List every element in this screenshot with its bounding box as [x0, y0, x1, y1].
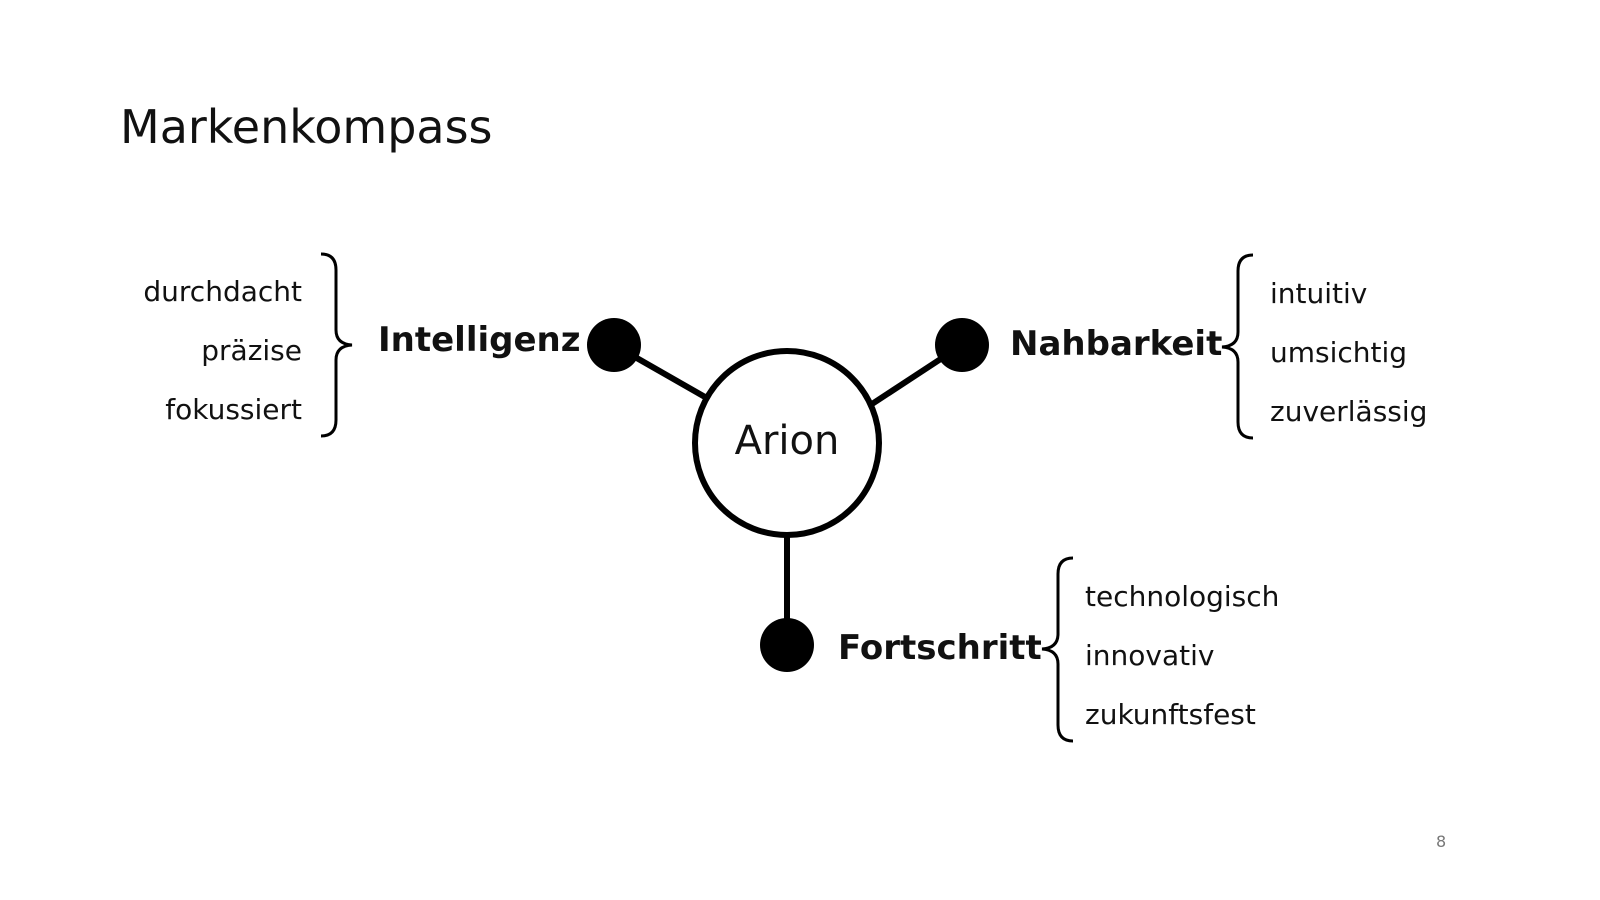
attribute-list-intelligenz: durchdacht präzise fokussiert	[143, 262, 302, 439]
brace-fortschritt	[1041, 556, 1074, 743]
center-circle	[692, 348, 882, 538]
attribute: intuitiv	[1270, 277, 1368, 310]
node-label-intelligenz: Intelligenz	[378, 320, 581, 360]
attribute: umsichtig	[1270, 336, 1408, 369]
node-dot-intelligenz	[587, 318, 641, 372]
slide-title: Markenkompass	[120, 100, 493, 154]
attribute: durchdacht	[143, 275, 302, 308]
node-label-fortschritt: Fortschritt	[838, 628, 1042, 668]
attribute: technologisch	[1085, 580, 1280, 613]
page-number: 8	[1436, 832, 1447, 851]
attribute-list-fortschritt: technologisch innovativ zukunftsfest	[1085, 567, 1279, 744]
brace-nahbarkeit	[1221, 253, 1254, 440]
attribute: zukunftsfest	[1085, 698, 1256, 731]
node-label-nahbarkeit: Nahbarkeit	[1010, 324, 1223, 364]
node-dot-nahbarkeit	[935, 318, 989, 372]
attribute: zuverlässig	[1270, 395, 1428, 428]
attribute-list-nahbarkeit: intuitiv umsichtig zuverlässig	[1270, 264, 1427, 441]
brace-intelligenz	[320, 252, 353, 438]
attribute: innovativ	[1085, 639, 1215, 672]
attribute: fokussiert	[165, 393, 302, 426]
attribute: präzise	[201, 334, 302, 367]
center-label: Arion	[734, 418, 840, 464]
node-dot-fortschritt	[760, 618, 814, 672]
